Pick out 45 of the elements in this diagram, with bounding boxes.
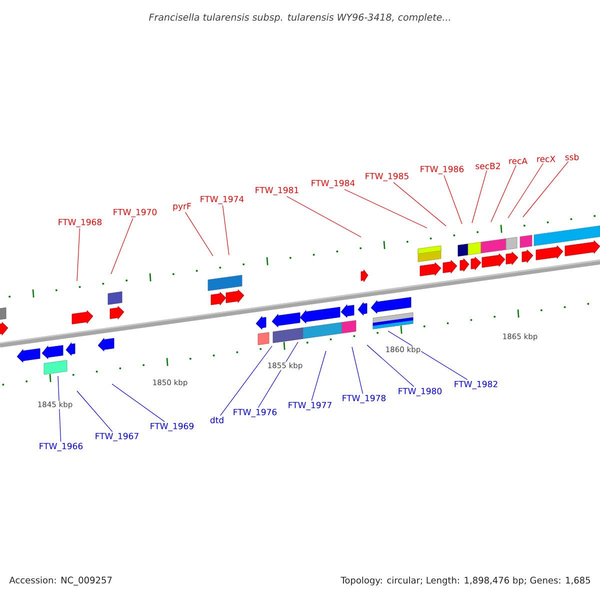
gene-label: recX <box>537 156 556 162</box>
leader-line <box>110 218 134 274</box>
leader-line <box>286 196 362 238</box>
leader-line <box>220 346 272 416</box>
gene-label: FTW_1969 <box>150 422 194 432</box>
gene-label: FTW_1981 <box>256 186 298 196</box>
gene-label: pyrF <box>173 203 191 211</box>
gene-label: FTW_1977 <box>288 402 332 410</box>
title: Francisella tularensis subsp. tularensis WY96-3418, complete... <box>149 13 450 23</box>
leader-line <box>76 390 113 432</box>
leader-line <box>258 342 298 408</box>
gene-label: FTW_1968 <box>58 218 102 228</box>
leader-line <box>444 175 462 224</box>
leader-line <box>222 205 230 256</box>
gene-label: FTW_1986 <box>420 166 464 174</box>
gene-label: FTW_1974 <box>200 196 244 204</box>
gene-label: FTW_1967 <box>96 432 138 442</box>
gene-label: FTW_1985 <box>366 172 408 182</box>
accession-text: Accession: NC_009257 <box>9 576 112 586</box>
gene-label: FTW_1980 <box>398 388 442 396</box>
leader-line <box>352 346 364 394</box>
leader-line <box>366 344 414 387</box>
leader-line <box>311 350 326 401</box>
gene-label: FTW_1984 <box>312 180 355 188</box>
leader-line <box>490 165 516 222</box>
gene-label: ssb <box>565 154 579 160</box>
leader-line <box>472 170 488 224</box>
leader-line <box>522 161 569 218</box>
gene-label: recA <box>509 158 528 164</box>
gene-label: FTW_1976 <box>234 408 277 418</box>
gene-label: FTW_1966 <box>40 442 83 452</box>
topology-text: Topology: circular; Length: 1,898,476 bp; Genes: 1,685 <box>340 576 590 586</box>
leader-line <box>76 228 80 282</box>
leader-line <box>184 212 214 256</box>
gene-label: dtd <box>210 416 224 424</box>
leader-line <box>388 330 468 380</box>
leader-line <box>112 384 165 422</box>
gene-label: secB2 <box>476 162 500 170</box>
gene-label: FTW_1970 <box>114 208 157 218</box>
gene-label: FTW_1982 <box>454 380 498 390</box>
leader-line <box>344 189 428 228</box>
leader-line <box>508 163 544 218</box>
leader-line <box>58 376 62 442</box>
leader-line <box>393 182 446 226</box>
gene-label: FTW_1978 <box>342 394 386 404</box>
